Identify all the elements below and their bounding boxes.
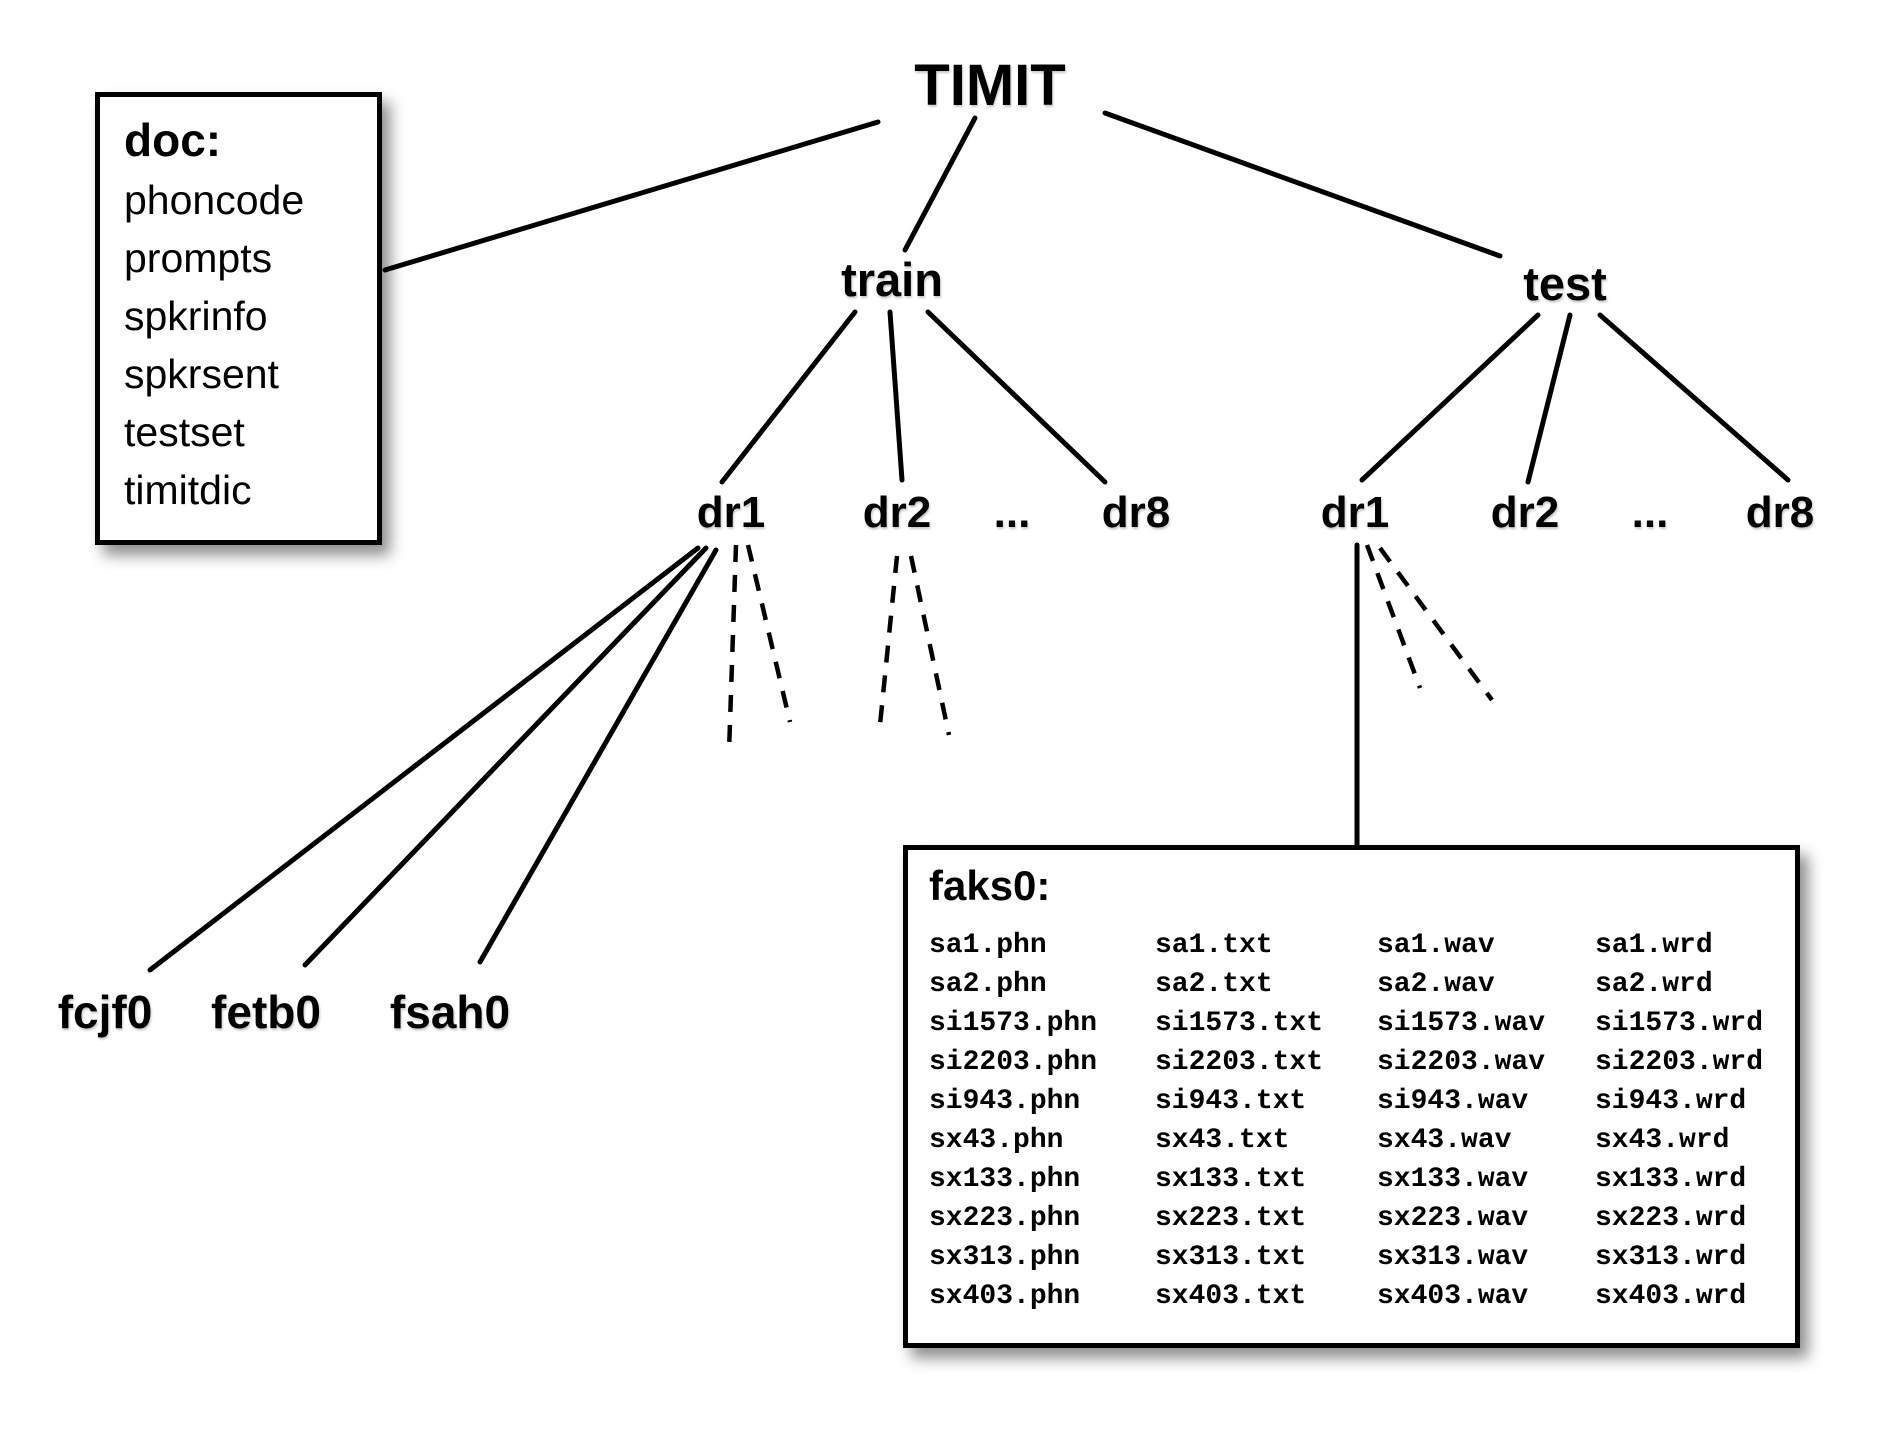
file-name: sx133.txt [1155,1164,1307,1195]
file-name: si1573.txt [1155,1008,1324,1039]
file-name: si2203.wrd [1595,1047,1764,1078]
file-name: si943.wav [1377,1086,1529,1117]
node-test-dr8: dr8 [1745,488,1815,537]
node-train-dr8: dr8 [1101,488,1171,537]
file-name: sx43.wav [1377,1125,1512,1156]
tree-edge [719,309,858,485]
doc-box: doc: phoncode prompts spkrinfo spkrsent test… [95,92,382,545]
file-name: si943.txt [1155,1086,1307,1117]
file-name: sa2.txt [1155,969,1273,1000]
node-train-dr1: dr1 [696,488,766,537]
file-name: sa2.phn [929,969,1047,1000]
tree-edge-dashed [726,544,739,753]
doc-item: spkrsent [124,351,279,397]
file-name: sa1.wav [1377,930,1495,961]
file-name: si1573.phn [929,1008,1098,1039]
file-name: sx403.phn [929,1281,1081,1312]
file-name: sx133.wav [1377,1164,1529,1195]
tree-edge-dashed [908,555,952,736]
faks0-box-title: faks0: [929,862,1051,909]
doc-item: prompts [124,235,273,281]
node-test-ellipsis: ... [1631,488,1669,537]
tree-edge [902,115,978,253]
file-row: sx133.phn sx133.txt sx133.wav sx133.wrd [929,1160,1795,1199]
file-name: sx43.wrd [1595,1125,1730,1156]
file-row: sx43.phn sx43.txt sx43.wav sx43.wrd [929,1121,1795,1160]
node-train: train [841,253,943,306]
file-row: si1573.phn si1573.txt si1573.wav si1573.wrd [929,1004,1795,1043]
doc-item: phoncode [124,177,305,223]
file-name: si2203.wav [1377,1047,1546,1078]
file-name: si943.phn [929,1086,1081,1117]
doc-item: timitdic [124,467,252,513]
file-name: sx403.wav [1377,1281,1529,1312]
file-name: sx43.phn [929,1125,1064,1156]
file-name: sx223.wav [1377,1203,1529,1234]
doc-item: spkrinfo [124,293,268,339]
tree-edge [382,119,881,273]
file-name: sx403.txt [1155,1281,1307,1312]
file-name: sx133.phn [929,1164,1081,1195]
file-name: sa1.wrd [1595,930,1713,961]
node-test: test [1523,257,1607,310]
tree-edge [1102,110,1503,259]
node-speaker-fsah0: fsah0 [389,986,511,1038]
node-speaker-fetb0: fetb0 [211,986,321,1038]
tree-edge-dashed [745,544,793,723]
file-name: si2203.phn [929,1047,1098,1078]
tree-edge [1359,312,1541,483]
node-speaker-fcjf0: fcjf0 [57,986,153,1038]
tree-edge [302,545,709,968]
file-name: si1573.wav [1377,1008,1546,1039]
file-name: sx313.wav [1377,1242,1529,1273]
file-name: sx313.phn [929,1242,1081,1273]
tree-edge [477,547,719,965]
file-name: sa1.txt [1155,930,1273,961]
file-name: sx313.wrd [1595,1242,1747,1273]
doc-item: testset [124,409,245,455]
file-row: si943.phn si943.txt si943.wav si943.wrd [929,1082,1795,1121]
file-name: sx313.txt [1155,1242,1307,1273]
node-train-ellipsis: ... [993,488,1031,537]
file-name: sx223.phn [929,1203,1081,1234]
file-name: si2203.txt [1155,1047,1324,1078]
file-row: sx223.phn sx223.txt sx223.wav sx223.wrd [929,1199,1795,1238]
file-row: si2203.phn si2203.txt si2203.wav si2203.wrd [929,1043,1795,1082]
file-name: sa2.wav [1377,969,1495,1000]
node-test-dr1: dr1 [1320,488,1390,537]
file-name: sx223.wrd [1595,1203,1747,1234]
node-test-dr2: dr2 [1490,488,1560,537]
tree-edge [925,309,1108,485]
file-name: sx133.wrd [1595,1164,1747,1195]
file-name: sx223.txt [1155,1203,1307,1234]
file-table: sa1.phn sa1.txt sa1.wav sa1.wrd sa2.phn sa2.t… [929,926,1795,1316]
doc-item-list: phoncode prompts spkrinfo spkrsent testset ti… [124,171,377,519]
file-name: sa1.phn [929,930,1047,961]
file-name: sx43.txt [1155,1125,1290,1156]
tree-edge [147,545,701,973]
tree-edge [1597,312,1791,483]
tree-edge-dashed [1378,546,1494,702]
tree-edge [1525,312,1573,485]
file-row: sx403.phn sx403.txt sx403.wav sx403.wrd [929,1277,1795,1316]
node-train-dr2: dr2 [862,488,932,537]
file-row: sx313.phn sx313.txt sx313.wav sx313.wrd [929,1238,1795,1277]
node-timit: TIMIT [914,53,1066,118]
faks0-box: faks0: sa1.phn sa1.txt sa1.wav sa1.wrd sa2.p… [903,845,1800,1348]
doc-box-title: doc: [124,114,222,166]
file-row: sa2.phn sa2.txt sa2.wav sa2.wrd [929,965,1795,1004]
tree-edge-dashed [876,555,900,736]
tree-edge-dashed [1364,544,1423,689]
file-name: sa2.wrd [1595,969,1713,1000]
file-name: si1573.wrd [1595,1008,1764,1039]
file-name: si943.wrd [1595,1086,1747,1117]
tree-edge [887,309,905,483]
file-name: sx403.wrd [1595,1281,1747,1312]
file-row: sa1.phn sa1.txt sa1.wav sa1.wrd [929,926,1795,965]
